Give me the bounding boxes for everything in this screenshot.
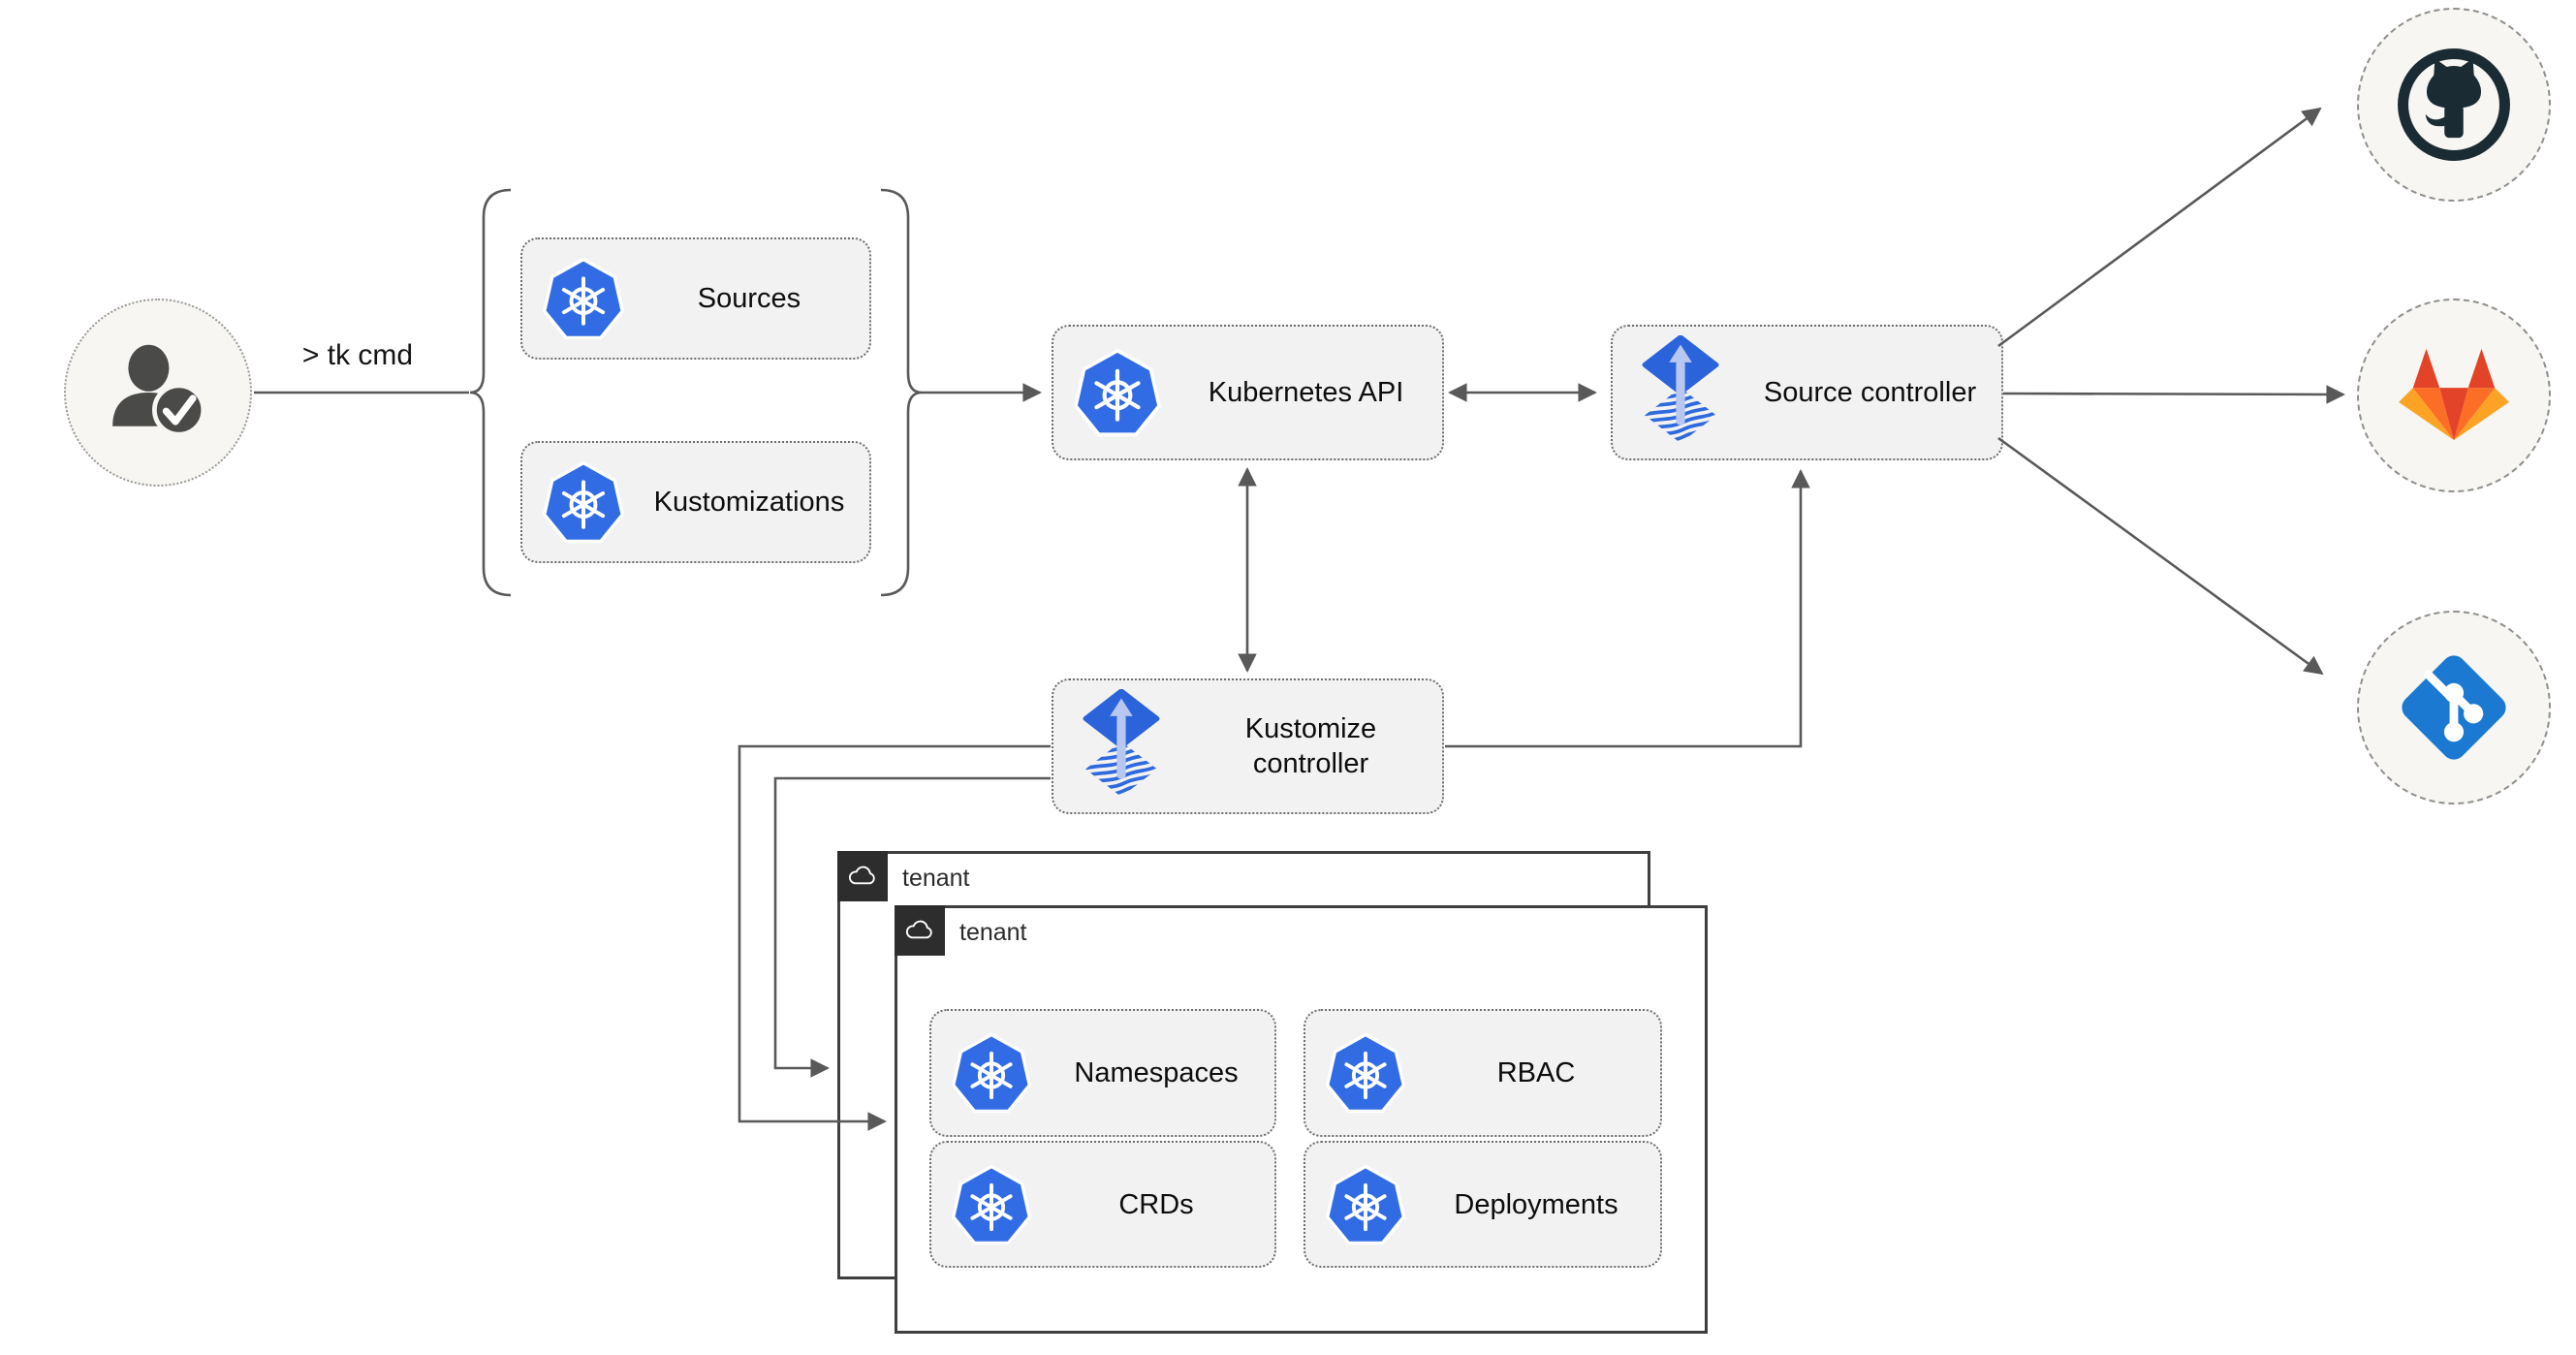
node-kustomizations-label: Kustomizations bbox=[653, 487, 845, 518]
node-sources: Sources bbox=[520, 237, 871, 360]
node-deployments: Deployments bbox=[1304, 1141, 1662, 1268]
actor-circle bbox=[64, 299, 252, 487]
node-namespaces-label: Namespaces bbox=[1074, 1057, 1239, 1088]
flux-icon bbox=[1640, 335, 1721, 450]
repo-circle-github bbox=[2357, 8, 2551, 202]
node-sources-label: Sources bbox=[697, 283, 801, 314]
flux-icon bbox=[1081, 689, 1162, 804]
github-logo bbox=[2395, 46, 2513, 164]
kubernetes-icon bbox=[951, 1032, 1032, 1114]
edge-source-to-git bbox=[1997, 436, 2324, 676]
node-crds-label: CRDs bbox=[1118, 1188, 1194, 1220]
cloud-icon bbox=[847, 861, 878, 892]
git-logo bbox=[2393, 646, 2515, 769]
node-crds: CRDs bbox=[929, 1141, 1276, 1268]
node-source-controller: Source controller bbox=[1611, 325, 2003, 460]
kubernetes-icon bbox=[1325, 1164, 1406, 1245]
node-kustomizations: Kustomizations bbox=[520, 441, 871, 563]
edge-kustomize-to-source bbox=[1445, 469, 1810, 748]
node-deployments-label: Deployments bbox=[1454, 1188, 1618, 1220]
node-kubernetes-api: Kubernetes API bbox=[1052, 325, 1444, 460]
edge-source-to-github bbox=[1997, 107, 2322, 348]
node-source-controller-label: Source controller bbox=[1763, 377, 1977, 408]
repo-circle-gitlab bbox=[2357, 299, 2551, 492]
node-kustomize-controller: Kustomize controller bbox=[1052, 678, 1444, 814]
kubernetes-icon bbox=[951, 1164, 1032, 1245]
kubernetes-icon bbox=[1073, 348, 1162, 437]
gitlab-logo bbox=[2395, 343, 2513, 448]
tenant-front-label: tenant bbox=[959, 919, 1027, 946]
cloud-badge bbox=[837, 851, 888, 901]
node-kustomize-controller-label: Kustomize controller bbox=[1244, 713, 1377, 779]
kubernetes-icon bbox=[542, 257, 625, 340]
cloud-badge bbox=[895, 905, 945, 956]
cli-command-label: > tk cmd bbox=[301, 339, 414, 371]
node-rbac: RBAC bbox=[1304, 1009, 1662, 1137]
user-check-icon bbox=[100, 334, 216, 451]
repo-circle-git bbox=[2357, 611, 2551, 804]
kubernetes-icon bbox=[1325, 1032, 1406, 1114]
tenant-back-label: tenant bbox=[902, 865, 970, 892]
kubernetes-icon bbox=[542, 460, 625, 544]
node-rbac-label: RBAC bbox=[1496, 1057, 1576, 1088]
node-namespaces: Namespaces bbox=[929, 1009, 1276, 1137]
group-bracket-left bbox=[469, 188, 512, 597]
node-kubernetes-api-label: Kubernetes API bbox=[1208, 377, 1404, 408]
tenant-box-front: tenant Namespaces RBAC CRDs Deployments bbox=[895, 905, 1708, 1334]
cloud-icon bbox=[904, 915, 935, 946]
group-bracket-right bbox=[880, 188, 923, 597]
